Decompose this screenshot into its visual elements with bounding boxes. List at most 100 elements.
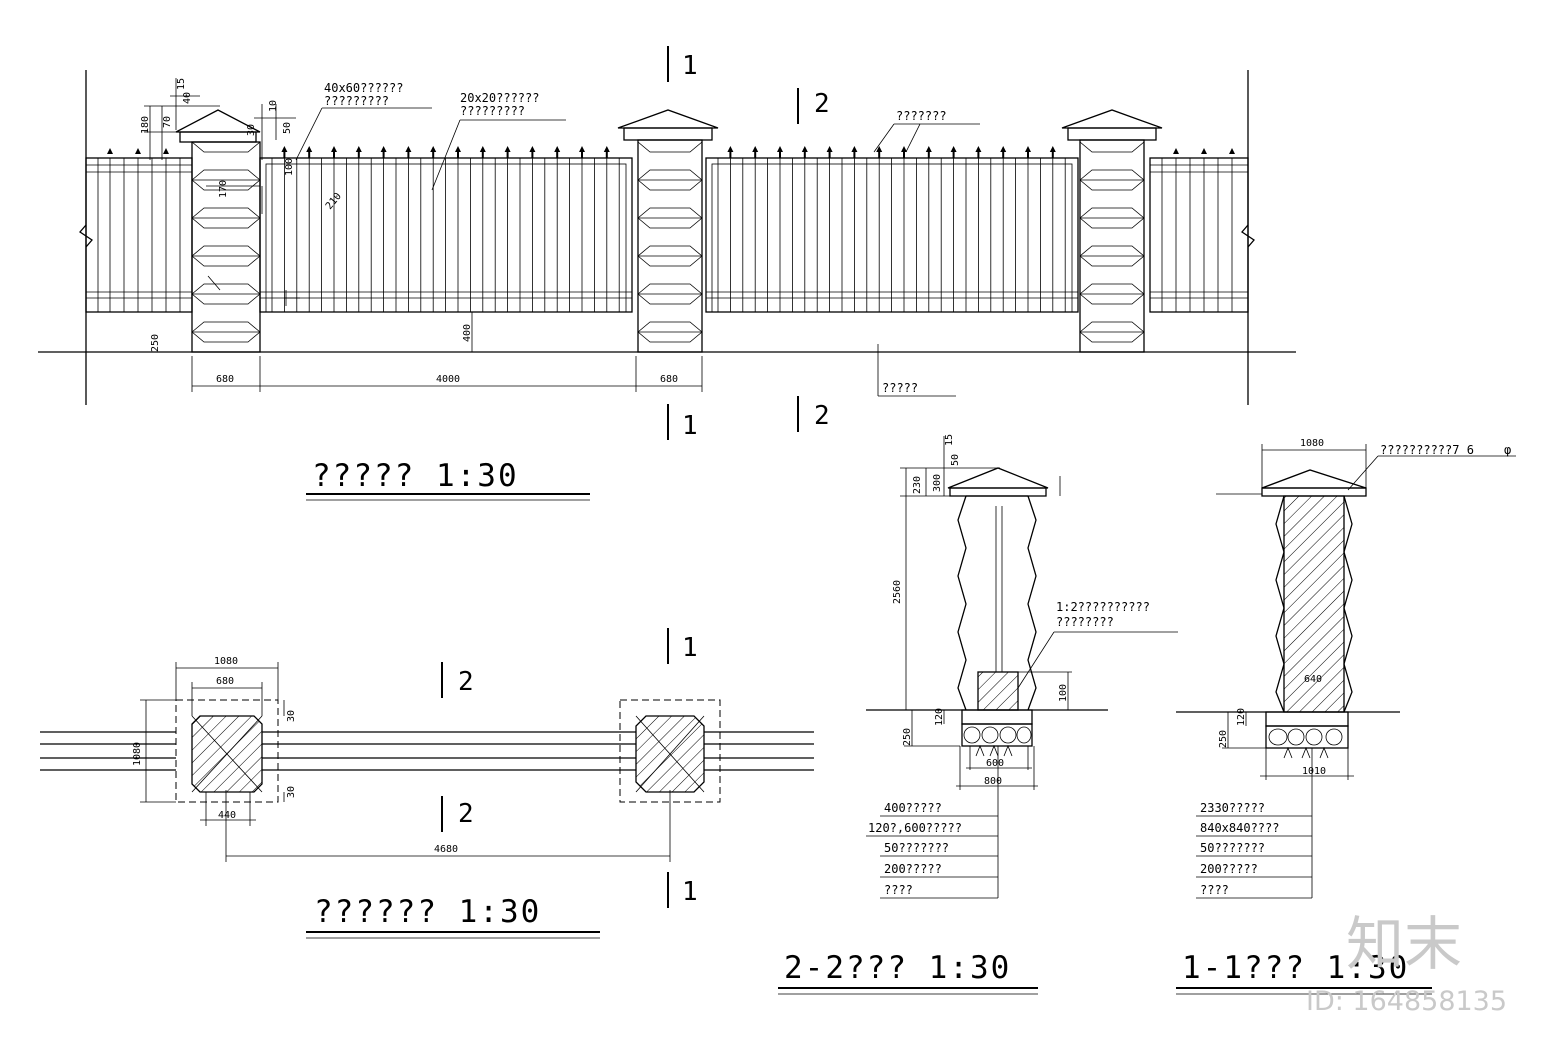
- dim-10: 10: [268, 100, 279, 112]
- fence-spike: [1000, 146, 1007, 158]
- elevation-view: 40x60?????? ????????? 20x20?????? ??????…: [38, 70, 1296, 405]
- s22-dim-15: 15: [944, 434, 955, 446]
- fence-panel-2: [259, 146, 633, 313]
- section-2-2-dims: 230 300 15 50 2560 100 250 120 600 800: [892, 434, 1072, 790]
- pillar-1: [175, 109, 261, 353]
- fence-spike: [975, 146, 982, 158]
- fence-spike: [281, 146, 288, 158]
- watermark: 知末 ID: 164858135: [1306, 910, 1507, 1017]
- pillar-2: [617, 109, 719, 353]
- pillar-3: [1061, 109, 1163, 353]
- fence-spike: [405, 146, 412, 158]
- section-1-1-view: 1080 640 250 120 1010 ??????????7 6 φ 23…: [1176, 438, 1516, 899]
- section-1-1-dims: 1080 640 250 120 1010 ??????????7 6 φ: [1218, 438, 1516, 780]
- section-1-1-layers: 2330????? 840x840???? 50??????? 200?????…: [1196, 748, 1313, 899]
- fence-panel-4: [1149, 148, 1249, 313]
- section-1-1-title: 1-1??? 1:30: [1182, 950, 1409, 986]
- fence-spike: [777, 146, 783, 158]
- elevation-height-dims: 180 70 15 40 10 30 50 100 170 210: [140, 78, 344, 306]
- fence-spike: [529, 146, 536, 158]
- s22-dim-300: 300: [932, 474, 943, 492]
- section-mark-1-bottom: 1: [682, 411, 698, 441]
- dim-15: 15: [176, 78, 187, 90]
- dim-680-right: 680: [660, 374, 678, 385]
- leader-top-rail: 40x60?????? ?????????: [295, 81, 432, 161]
- elevation-title-block: ????? 1:30: [306, 458, 590, 501]
- s11-phi: φ: [1504, 443, 1511, 457]
- s11-cap-note: ??????????7 6: [1380, 443, 1474, 457]
- s22-dim-230: 230: [912, 476, 923, 494]
- plan-dim-680: 680: [216, 676, 234, 687]
- plan-section-mark-2-bottom: 2: [458, 799, 474, 829]
- s11-layer-5: ????: [1200, 883, 1229, 897]
- s11-dim-640: 640: [1304, 674, 1322, 685]
- fence-spike: [306, 146, 313, 158]
- dim-50: 50: [282, 122, 293, 134]
- label-ground: ?????: [882, 381, 918, 395]
- s22-dim-50: 50: [950, 454, 961, 466]
- plan-dim-4680: 4680: [434, 844, 458, 855]
- s11-dim-1010: 1010: [1302, 766, 1326, 777]
- plan-pillar-1: [175, 699, 279, 803]
- fence-spike: [752, 146, 759, 158]
- section-2-2-view: 230 300 15 50 2560 100 250 120 600 800 1…: [866, 434, 1178, 899]
- section-2-2-layers: 400????? 120?,600????? 50??????? 200????…: [866, 746, 999, 899]
- fence-spike: [950, 146, 957, 158]
- fence-spike: [1025, 146, 1031, 158]
- s22-note-sub: ????????: [1056, 615, 1114, 629]
- s22-layer-5: ????: [884, 883, 913, 897]
- fence-spike: [331, 146, 337, 158]
- s22-layer-2: 120?,600?????: [868, 821, 962, 835]
- label-bars: 20x20??????: [460, 91, 539, 105]
- leader-spikes: ???????: [873, 109, 980, 153]
- plan-title-block: ?????? 1:30: [306, 894, 600, 939]
- plan-section-mark-1-bottom: 1: [682, 877, 698, 907]
- fence-spike: [504, 146, 511, 158]
- label-spikes: ???????: [896, 109, 947, 123]
- s22-dim-100: 100: [1058, 684, 1069, 702]
- dim-210: 210: [324, 191, 344, 212]
- dim-170: 170: [218, 180, 229, 198]
- section-2-2-title: 2-2??? 1:30: [784, 950, 1011, 986]
- s22-dim-600: 600: [986, 758, 1004, 769]
- watermark-id: ID: 164858135: [1306, 986, 1507, 1017]
- section-marks: 1 1 2 2: [667, 46, 830, 441]
- fence-spike: [727, 146, 734, 158]
- fence-spike: [925, 146, 932, 158]
- s22-dim-250: 250: [902, 728, 913, 746]
- fence-panel-1: [85, 148, 193, 313]
- plan-dim-1080-top: 1080: [214, 656, 238, 667]
- section-mark-1-top: 1: [682, 51, 698, 81]
- fence-spike: [876, 146, 883, 158]
- fence-spike: [1049, 146, 1056, 158]
- s11-dim-250: 250: [1218, 730, 1229, 748]
- dim-680-left: 680: [216, 374, 234, 385]
- label-top-rail: 40x60??????: [324, 81, 403, 95]
- s11-dim-1080: 1080: [1300, 438, 1324, 449]
- elevation-dimension-chain: 680 4000 680: [191, 356, 703, 392]
- label-top-rail-sub: ?????????: [324, 94, 389, 108]
- plan-dim-30-bottom: 30: [286, 786, 297, 798]
- dim-250-elev: 250: [150, 334, 161, 352]
- s22-layer-1: 400?????: [884, 801, 942, 815]
- fence-spike: [455, 146, 461, 158]
- plan-dim-30-top: 30: [286, 710, 297, 722]
- s22-layer-3: 50???????: [884, 841, 949, 855]
- fence-panel-3: [705, 146, 1079, 313]
- label-bars-sub: ?????????: [460, 104, 525, 118]
- fence-spike: [355, 146, 362, 158]
- s22-layer-4: 200?????: [884, 862, 942, 876]
- fence-spike: [579, 146, 585, 158]
- fence-spike: [554, 146, 561, 158]
- section-1-1-title-block: 1-1??? 1:30: [1176, 950, 1432, 995]
- elevation-dim-400: 400: [462, 312, 473, 352]
- section-2-2-title-block: 2-2??? 1:30: [778, 950, 1038, 995]
- fence-spike: [430, 146, 437, 158]
- plan-view: 1080 680 1080 30 30 440 4680 2 2 1 1: [40, 628, 814, 908]
- dim-400: 400: [462, 324, 473, 342]
- plan-section-mark-2-top: 2: [458, 667, 474, 697]
- plan-dim-1080-side: 1080: [132, 742, 143, 766]
- dim-4000: 4000: [436, 374, 460, 385]
- plan-section-mark-1-top: 1: [682, 633, 698, 663]
